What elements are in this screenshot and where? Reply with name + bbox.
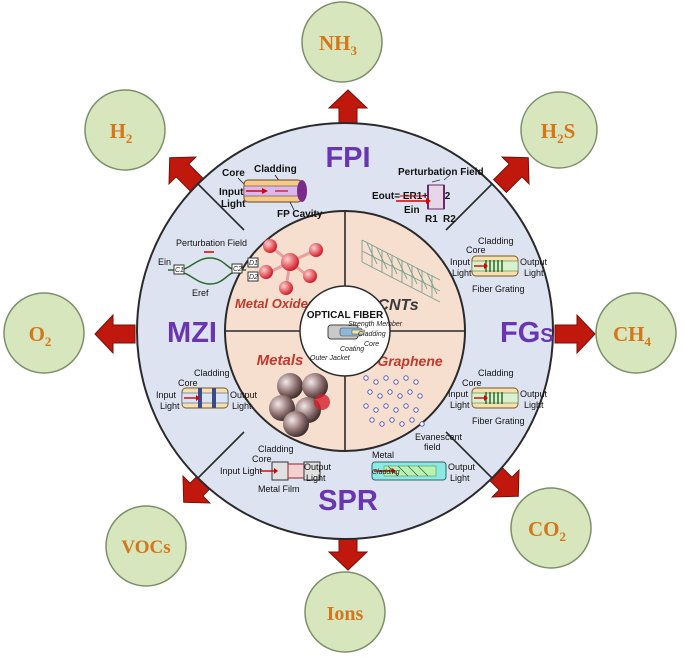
- svg-text:FP Cavity: FP Cavity: [277, 209, 323, 220]
- ring-dividers: [197, 183, 493, 479]
- fpi-reflect-diagram: Perturbation Field Eout= ER1+ ER2 Ein R1…: [372, 167, 484, 225]
- svg-text:Output: Output: [230, 390, 258, 400]
- arrow-up-left: [168, 156, 206, 194]
- svg-text:Core: Core: [364, 341, 379, 348]
- arrow-right: [554, 313, 596, 355]
- svg-text:Cladding: Cladding: [194, 368, 230, 378]
- svg-text:Output: Output: [520, 389, 548, 399]
- gas-nh3: NH3: [301, 1, 383, 83]
- gas-co2: CO2: [510, 487, 592, 569]
- svg-text:Light: Light: [452, 268, 472, 278]
- svg-text:Output: Output: [448, 462, 476, 472]
- svg-text:Cladding: Cladding: [372, 469, 400, 476]
- svg-text:Cladding: Cladding: [258, 444, 294, 454]
- svg-text:Output: Output: [304, 462, 332, 472]
- svg-text:NH3: NH3: [319, 31, 358, 58]
- arrow-left: [94, 313, 136, 355]
- svg-text:Perturbation Field: Perturbation Field: [176, 238, 247, 248]
- svg-text:Metal: Metal: [372, 450, 394, 460]
- fpi-diagram: Core Cladding Input Light FP Cavity: [219, 164, 323, 220]
- spr-diagram-left: Cladding Core Input Light Metal Film Out…: [220, 444, 332, 494]
- svg-text:Ein: Ein: [158, 257, 171, 267]
- svg-text:D1: D1: [249, 260, 258, 267]
- svg-text:C1: C1: [175, 267, 184, 274]
- svg-text:Fiber Grating: Fiber Grating: [472, 284, 525, 294]
- svg-text:Eref: Eref: [192, 288, 209, 298]
- fg-diagram-bottom: Cladding Core Input Light Output Light F…: [448, 368, 548, 426]
- label-fgs: FGS: [500, 317, 554, 349]
- svg-text:VOCs: VOCs: [121, 537, 170, 558]
- svg-text:H2S: H2S: [541, 119, 576, 146]
- label-spr: SPR: [318, 485, 378, 517]
- svg-text:Light: Light: [450, 400, 470, 410]
- label-fpi: FPI: [325, 142, 370, 174]
- spr-diagram-right: Evanescent field Metal Cladding Output L…: [371, 432, 476, 483]
- svg-text:H2: H2: [110, 119, 133, 146]
- svg-text:Metal Film: Metal Film: [258, 484, 300, 494]
- svg-text:Light: Light: [450, 473, 470, 483]
- svg-text:O2: O2: [29, 322, 52, 349]
- svg-text:Ions: Ions: [327, 603, 364, 625]
- gas-o2: O2: [3, 292, 85, 374]
- svg-text:Cladding: Cladding: [358, 331, 386, 338]
- svg-text:Fiber Grating: Fiber Grating: [472, 416, 525, 426]
- svg-text:Perturbation Field: Perturbation Field: [398, 167, 484, 178]
- optical-fiber-center: OPTICAL FIBER Strength Member Cladding C…: [299, 285, 403, 377]
- svg-text:Strength Member: Strength Member: [348, 321, 403, 328]
- metal-oxides-molecule: [259, 239, 323, 295]
- svg-text:Cladding: Cladding: [478, 368, 514, 378]
- svg-text:CH4: CH4: [613, 322, 652, 349]
- mzi-diagram-top: Perturbation Field Ein C1 C2 D1 D2 Eref: [158, 238, 259, 298]
- gas-h2: H2: [84, 89, 166, 171]
- svg-text:Light: Light: [232, 401, 252, 411]
- svg-text:Light: Light: [524, 400, 544, 410]
- gas-h2s: H2S: [520, 91, 598, 169]
- metals-spheres: [269, 373, 330, 437]
- svg-text:Core: Core: [178, 378, 198, 388]
- svg-text:Input: Input: [450, 257, 471, 267]
- svg-text:Light: Light: [306, 473, 326, 483]
- svg-text:Core: Core: [252, 454, 272, 464]
- gas-vocs: VOCs: [105, 505, 187, 587]
- svg-text:Cladding: Cladding: [254, 164, 297, 175]
- svg-text:R1: R1: [425, 214, 438, 225]
- svg-text:Output: Output: [520, 257, 548, 267]
- svg-text:CO2: CO2: [528, 517, 566, 544]
- svg-text:D2: D2: [249, 274, 258, 281]
- label-cnts: CNTs: [377, 297, 418, 314]
- graphene-lattice: [363, 375, 425, 427]
- svg-text:Input: Input: [156, 390, 177, 400]
- arrow-up-right: [492, 156, 530, 194]
- svg-text:field: field: [424, 442, 441, 452]
- label-graphene: Graphene: [377, 353, 443, 369]
- mzi-diagram-bottom: Cladding Core Input Light Output Light: [156, 368, 258, 411]
- svg-text:Ein: Ein: [404, 205, 420, 216]
- cnt-tube: [361, 239, 441, 303]
- gas-ch4: CH4: [595, 292, 677, 374]
- svg-text:R2: R2: [443, 214, 456, 225]
- svg-text:Cladding: Cladding: [478, 236, 514, 246]
- fg-diagram-top: Cladding Core Input Light Output Light F…: [450, 236, 548, 294]
- svg-text:Outer Jacket: Outer Jacket: [310, 355, 351, 362]
- svg-text:Evanescent: Evanescent: [415, 432, 463, 442]
- svg-text:Input Light: Input Light: [220, 466, 263, 476]
- svg-text:Core: Core: [466, 245, 486, 255]
- svg-text:Input: Input: [448, 389, 469, 399]
- svg-text:Light: Light: [221, 199, 246, 210]
- gas-ions: Ions: [304, 571, 386, 653]
- svg-text:Core: Core: [222, 168, 245, 179]
- svg-text:Core: Core: [462, 378, 482, 388]
- label-mzi: MZI: [167, 317, 217, 349]
- label-metals: Metals: [257, 352, 304, 369]
- svg-text:C2: C2: [233, 266, 242, 273]
- svg-text:OPTICAL FIBER: OPTICAL FIBER: [307, 310, 384, 321]
- svg-text:Light: Light: [524, 268, 544, 278]
- label-metal-oxides: Metal Oxides: [235, 296, 315, 311]
- svg-text:Coating: Coating: [340, 346, 364, 353]
- svg-text:Input: Input: [219, 187, 244, 198]
- svg-text:Light: Light: [160, 401, 180, 411]
